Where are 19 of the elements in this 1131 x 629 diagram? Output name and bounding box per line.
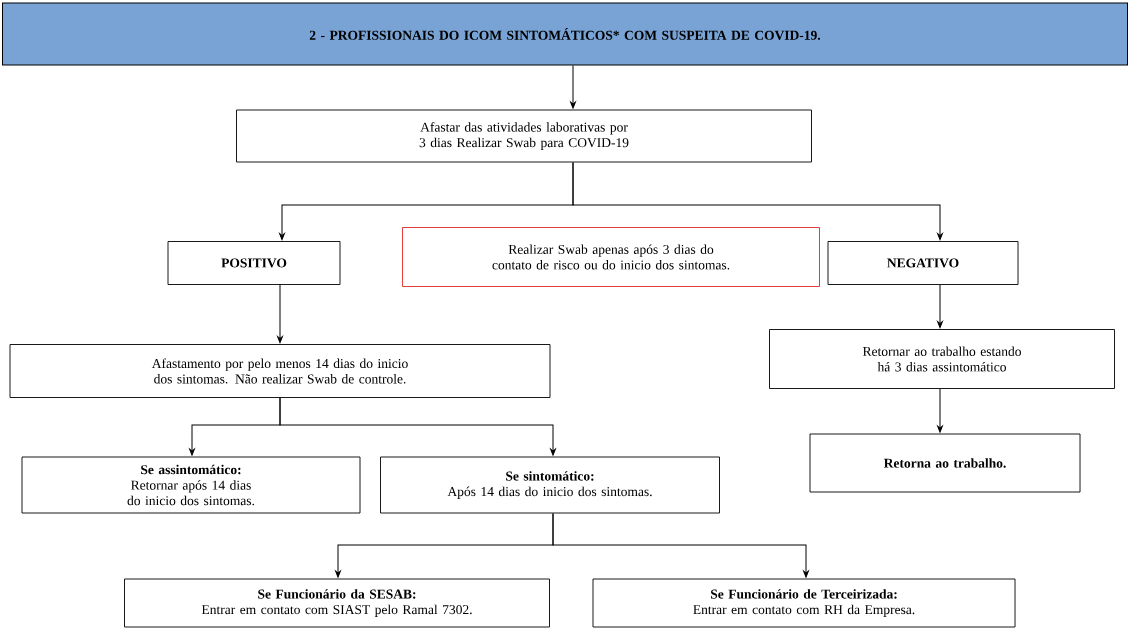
arrow: [937, 388, 943, 433]
process-box: Afastar das atividades laborativas por 3 dias Realizar Swab para COVID-19: [236, 109, 812, 163]
title-banner: 2 - PROFISSIONAIS DO ICOM SINTOMÁTICOS* COM SUSPEITA DE COVID-19.: [2, 2, 1128, 66]
arrow: [277, 284, 283, 344]
arrow: [937, 284, 943, 329]
arrow: [572, 161, 943, 241]
arrow: [570, 65, 576, 109]
process-box: Se sintomático: Após 14 dias do inicio dos sintomas.: [380, 456, 720, 514]
process-box: Retorna ao trabalho.: [809, 433, 1081, 493]
arrow: [279, 397, 556, 456]
process-box: Se Funcionário da SESAB: Entrar em contato com SIAST pelo Ramal 7302.: [124, 578, 550, 628]
process-box: NEGATIVO: [827, 241, 1019, 285]
process-box: Se assintomático: Retornar após 14 dias do inicio dos sintomas.: [21, 456, 361, 514]
process-box: Se Funcionário de Terceirizada: Entrar em contato com RH da Empresa.: [592, 578, 1016, 628]
process-box: Afastamento por pelo menos 14 dias do inicio dos sintomas. Não realizar Swab de controle.: [9, 344, 551, 398]
arrow: [552, 512, 809, 578]
process-box: Retornar ao trabalho estando há 3 dias assintomático: [769, 329, 1115, 389]
process-box: POSITIVO: [167, 241, 341, 285]
note-box: Realizar Swab apenas após 3 dias do contato de risco ou do inicio dos sintomas.: [402, 227, 820, 287]
